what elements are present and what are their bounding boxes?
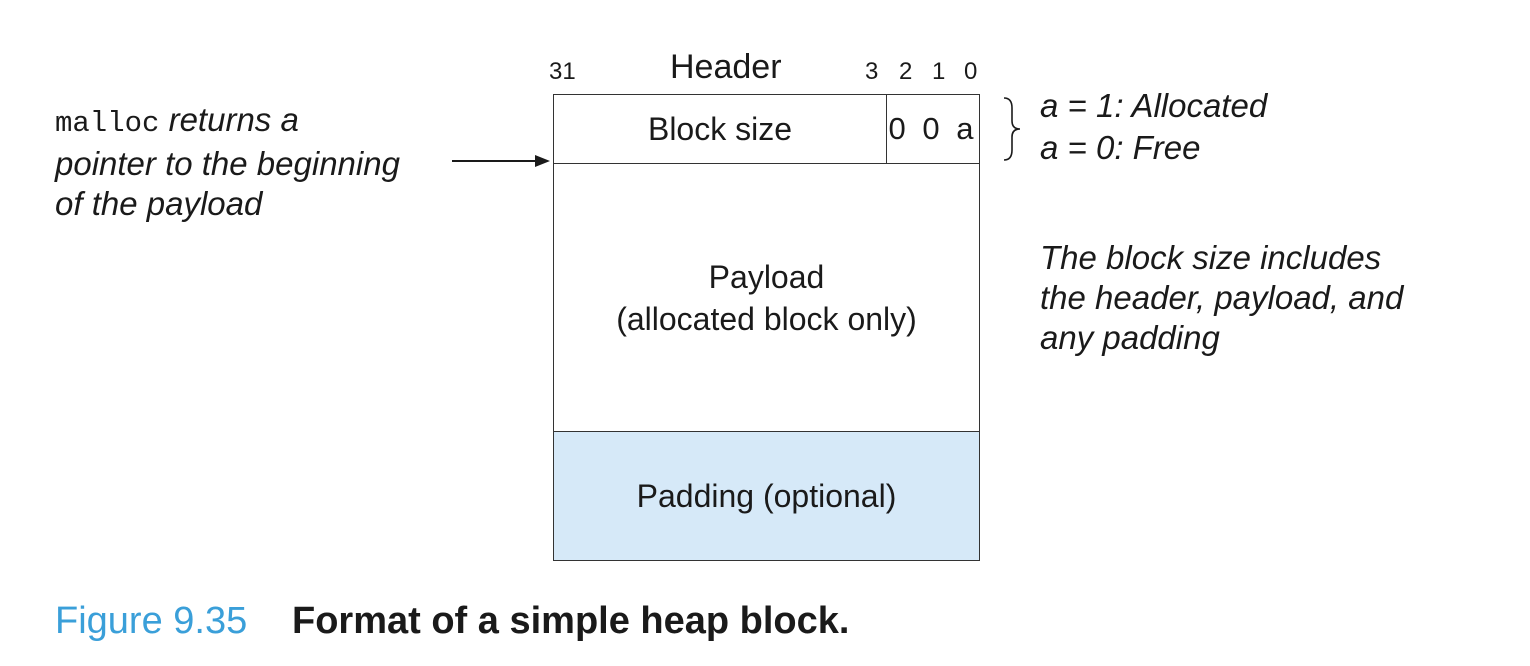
legend-allocated: a = 1: Allocated — [1040, 87, 1268, 124]
block-size-note-line1: The block size includes — [1040, 239, 1382, 276]
bit-label-0: 0 — [964, 58, 978, 85]
flag-bits-field: 0 0 a — [888, 111, 978, 146]
malloc-note-line3: of the payload — [55, 185, 263, 222]
payload-sublabel: (allocated block only) — [616, 300, 917, 337]
figure-title: Format of a simple heap block. — [292, 600, 850, 642]
bit-label-3: 3 — [865, 58, 879, 85]
bit-label-1: 1 — [932, 58, 946, 85]
header-row: Block size 0 0 a — [554, 95, 979, 164]
payload-label: Payload — [708, 258, 825, 295]
pointer-arrow — [452, 155, 550, 167]
block-size-note: The block size includes the header, payl… — [1040, 238, 1403, 358]
flag-legend: a = 1: Allocated a = 0: Free — [1040, 85, 1267, 169]
bit-label-2: 2 — [899, 58, 913, 85]
bit-label-31: 31 — [549, 58, 576, 85]
block-size-note-line3: any padding — [1040, 319, 1220, 356]
header-title: Header — [670, 48, 782, 86]
malloc-note-line1: returns a — [159, 101, 299, 138]
payload-region: Payload (allocated block only) — [554, 164, 979, 432]
block-size-note-line2: the header, payload, and — [1040, 279, 1404, 316]
legend-free: a = 0: Free — [1040, 129, 1201, 166]
padding-region: Padding (optional) — [554, 432, 979, 560]
brace-icon — [1003, 97, 1021, 161]
figure-number: Figure 9.35 — [55, 600, 248, 642]
block-size-field: Block size — [554, 95, 887, 163]
malloc-note-line2: pointer to the beginning — [55, 145, 400, 182]
malloc-note: malloc returns a pointer to the beginnin… — [55, 100, 400, 224]
malloc-code: malloc — [55, 107, 160, 140]
heap-block: Block size 0 0 a Payload (allocated bloc… — [553, 94, 980, 561]
